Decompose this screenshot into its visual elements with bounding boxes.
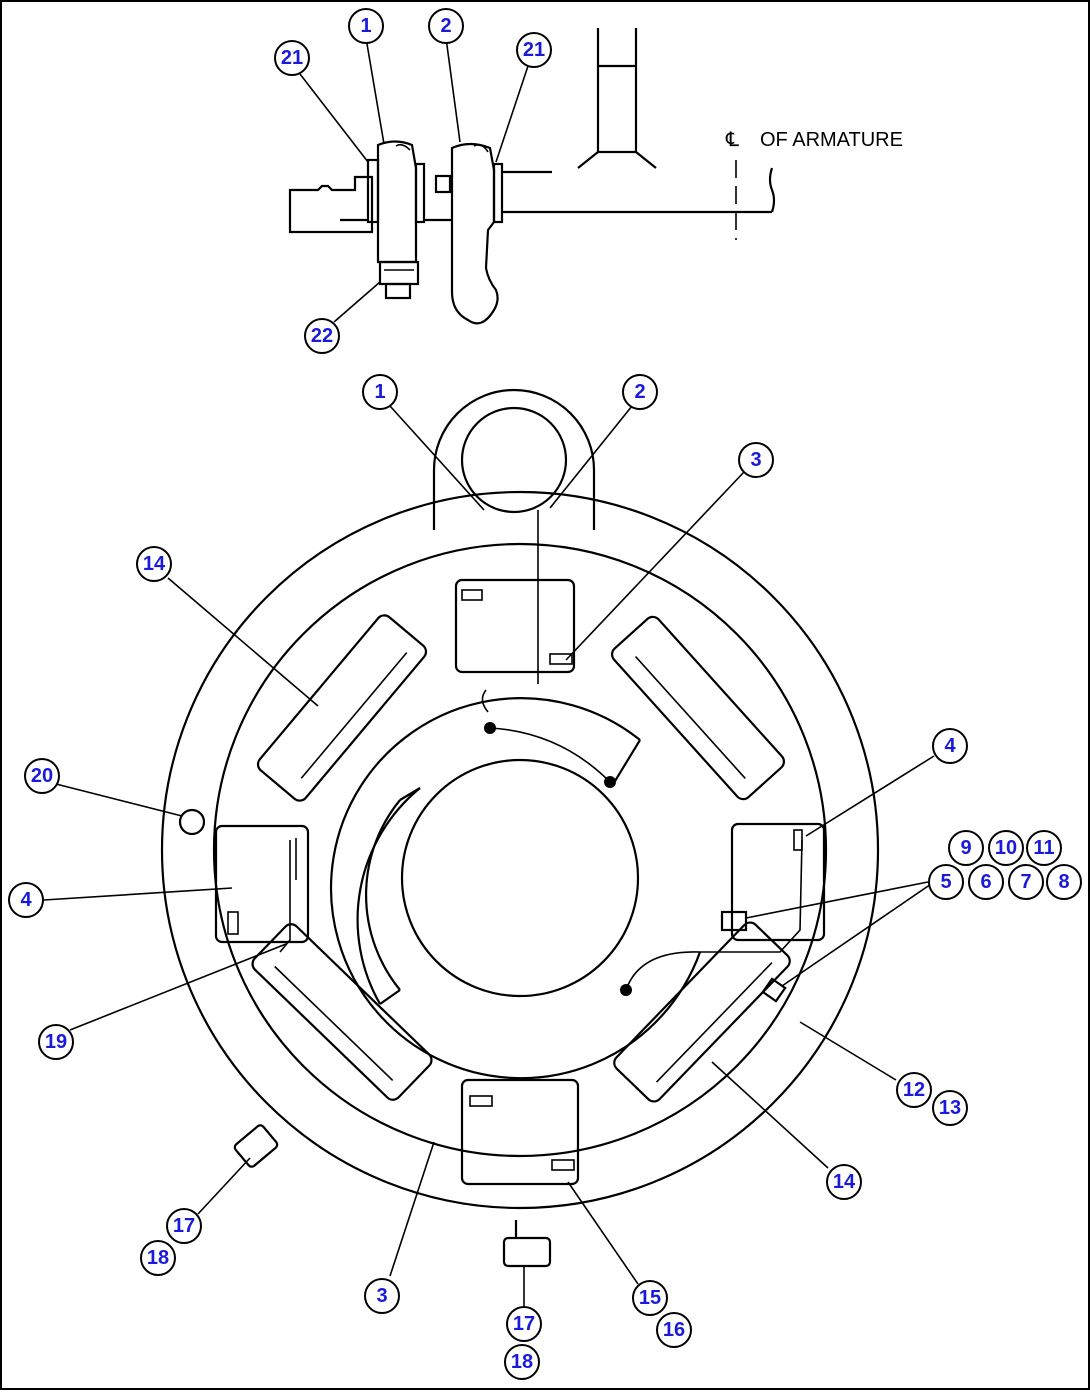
svg-text:21: 21 [523, 39, 545, 61]
section-view [288, 28, 776, 325]
svg-text:1: 1 [374, 381, 385, 403]
callout-main-4-left: 4 [8, 882, 44, 918]
svg-text:9: 9 [960, 837, 971, 859]
leader-lines [43, 37, 935, 1306]
svg-text:3: 3 [376, 1285, 387, 1307]
svg-text:22: 22 [311, 325, 333, 347]
callout-main-13: 13 [932, 1090, 968, 1126]
svg-text:7: 7 [1020, 871, 1031, 893]
callout-bubbles: 1 2 21 21 22 1 2 3 14 20 4 4 9 10 11 5 6… [8, 8, 1082, 1380]
svg-text:3: 3 [750, 449, 761, 471]
callout-main-17-left: 17 [166, 1208, 202, 1244]
callout-main-18-bottom: 18 [504, 1344, 540, 1380]
callout-top-2: 2 [428, 8, 464, 44]
callout-main-5: 5 [928, 864, 964, 900]
callout-top-21-right: 21 [516, 32, 552, 68]
callout-main-6: 6 [968, 864, 1004, 900]
svg-text:2: 2 [440, 15, 451, 37]
svg-text:5: 5 [940, 871, 951, 893]
svg-text:14: 14 [833, 1171, 856, 1193]
svg-text:16: 16 [663, 1319, 685, 1341]
callout-main-2: 2 [622, 374, 658, 410]
svg-text:14: 14 [143, 553, 166, 575]
callout-main-7: 7 [1008, 864, 1044, 900]
face-view [160, 388, 880, 1268]
svg-text:18: 18 [511, 1351, 533, 1373]
svg-text:18: 18 [147, 1247, 169, 1269]
callout-main-3-bottom: 3 [364, 1278, 400, 1314]
svg-text:21: 21 [281, 47, 303, 69]
callout-main-19: 19 [38, 1024, 74, 1060]
svg-text:10: 10 [995, 837, 1017, 859]
callout-main-14-right: 14 [826, 1164, 862, 1200]
callout-main-1: 1 [362, 374, 398, 410]
callout-main-4-right: 4 [932, 728, 968, 764]
centerline-symbol: ℄ [725, 129, 739, 151]
svg-text:12: 12 [903, 1079, 925, 1101]
svg-text:11: 11 [1033, 837, 1054, 859]
svg-text:2: 2 [634, 381, 645, 403]
callout-main-8: 8 [1046, 864, 1082, 900]
callout-main-18-left: 18 [140, 1240, 176, 1276]
svg-text:17: 17 [173, 1215, 195, 1237]
callout-main-11: 11 [1026, 830, 1062, 866]
callout-main-20: 20 [24, 758, 60, 794]
svg-text:6: 6 [980, 871, 991, 893]
callout-main-17-bottom: 17 [506, 1306, 542, 1342]
callout-main-9: 9 [948, 830, 984, 866]
callout-top-1: 1 [348, 8, 384, 44]
callout-top-22: 22 [304, 318, 340, 354]
svg-text:15: 15 [639, 1287, 661, 1309]
callout-top-21-left: 21 [274, 40, 310, 76]
svg-text:4: 4 [20, 889, 32, 911]
centerline-label: OF ARMATURE [760, 129, 903, 151]
callout-main-15: 15 [632, 1280, 668, 1316]
callout-main-12: 12 [896, 1072, 932, 1108]
callout-main-14-left: 14 [136, 546, 172, 582]
callout-main-10: 10 [988, 830, 1024, 866]
svg-text:17: 17 [513, 1313, 535, 1335]
callout-main-16: 16 [656, 1312, 692, 1348]
svg-text:4: 4 [944, 735, 956, 757]
svg-text:8: 8 [1058, 871, 1069, 893]
callout-main-3-top: 3 [738, 442, 774, 478]
svg-text:1: 1 [360, 15, 371, 37]
svg-text:20: 20 [31, 765, 53, 787]
svg-text:13: 13 [939, 1097, 961, 1119]
svg-text:19: 19 [45, 1031, 67, 1053]
